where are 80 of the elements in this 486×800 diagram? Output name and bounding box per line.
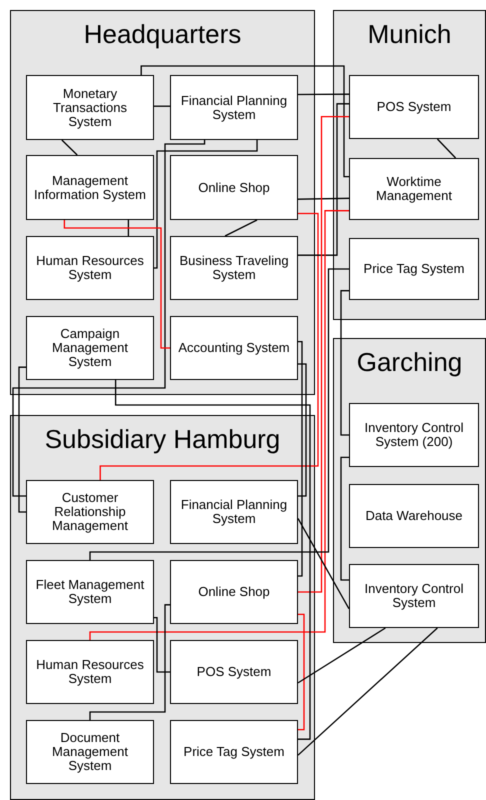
connector-line xyxy=(61,140,78,156)
connector-line xyxy=(298,94,349,96)
connector-line xyxy=(18,366,26,513)
location-title: Headquarters xyxy=(84,19,242,49)
system-label: POS System xyxy=(376,100,452,114)
connector-line xyxy=(298,628,438,756)
system-box xyxy=(170,560,298,624)
connector-line xyxy=(100,212,319,480)
system-box xyxy=(349,238,479,300)
connector-line xyxy=(154,106,170,107)
system-label: Price Tag System xyxy=(182,745,286,759)
system-box xyxy=(26,155,154,220)
system-label: Accounting System xyxy=(177,341,291,355)
system-box xyxy=(26,480,154,544)
location-panel xyxy=(333,338,486,643)
system-label: Online Shop xyxy=(197,180,271,194)
system-box xyxy=(170,316,298,380)
connector-line xyxy=(298,198,350,200)
system-label: Data Warehouse xyxy=(364,509,464,523)
location-panel xyxy=(333,10,486,320)
system-box xyxy=(26,75,154,140)
system-box xyxy=(349,484,479,548)
system-label: POS System xyxy=(196,665,272,679)
system-box xyxy=(170,155,298,220)
system-label: Human Resources System xyxy=(35,658,145,686)
system-box xyxy=(349,403,479,467)
location-panel xyxy=(10,415,315,800)
system-box xyxy=(170,236,298,300)
system-box xyxy=(170,75,298,140)
connector-line xyxy=(224,219,258,237)
system-box xyxy=(26,560,154,624)
system-box xyxy=(349,75,479,139)
location-title: Munich xyxy=(368,19,452,49)
connector-line xyxy=(89,604,170,720)
system-label: Online Shop xyxy=(197,585,271,599)
system-box xyxy=(26,640,154,704)
connector-line xyxy=(298,614,305,730)
location-title: Garching xyxy=(356,347,462,377)
system-label: Inventory Control System xyxy=(364,582,464,610)
connector-line xyxy=(12,140,206,497)
system-box xyxy=(349,158,479,220)
system-label: Inventory Control System (200) xyxy=(364,421,464,449)
system-label: Worktime Management xyxy=(375,175,453,203)
system-label: Customer Relationship Management xyxy=(51,491,129,533)
connector-line xyxy=(298,627,386,684)
system-box xyxy=(170,640,298,704)
connector-line xyxy=(340,456,349,581)
connector-line xyxy=(89,210,349,640)
connector-line xyxy=(298,340,303,577)
system-label: Document Management System xyxy=(51,731,129,773)
system-label: Human Resources System xyxy=(35,254,145,282)
connector-line xyxy=(298,103,349,256)
connector-line xyxy=(340,290,349,436)
system-label: Business Traveling System xyxy=(178,254,290,282)
system-box xyxy=(26,316,154,380)
connector-line xyxy=(298,116,349,593)
connector-line xyxy=(89,268,349,560)
system-label: Fleet Management System xyxy=(34,578,146,606)
connector-line xyxy=(140,65,349,178)
connector-line xyxy=(128,220,130,236)
connector-line xyxy=(114,380,311,740)
system-box xyxy=(349,564,479,628)
connector-line xyxy=(297,518,350,610)
connector-line xyxy=(436,138,456,158)
system-label: Management Information System xyxy=(33,174,147,202)
location-panel xyxy=(10,10,315,395)
connector-line xyxy=(64,220,170,349)
system-label: Price Tag System xyxy=(362,262,466,276)
system-label: Monetary Transactions System xyxy=(52,86,128,128)
system-label: Financial Planning System xyxy=(180,94,288,122)
system-box xyxy=(170,480,298,544)
system-label: Campaign Management System xyxy=(51,327,129,369)
system-box xyxy=(170,720,298,784)
system-box xyxy=(26,720,154,784)
connector-line xyxy=(154,616,170,673)
connector-line xyxy=(154,140,258,269)
connector-line xyxy=(298,363,307,497)
system-box xyxy=(26,236,154,300)
system-label: Financial Planning System xyxy=(180,498,288,526)
location-title: Subsidiary Hamburg xyxy=(44,424,280,454)
